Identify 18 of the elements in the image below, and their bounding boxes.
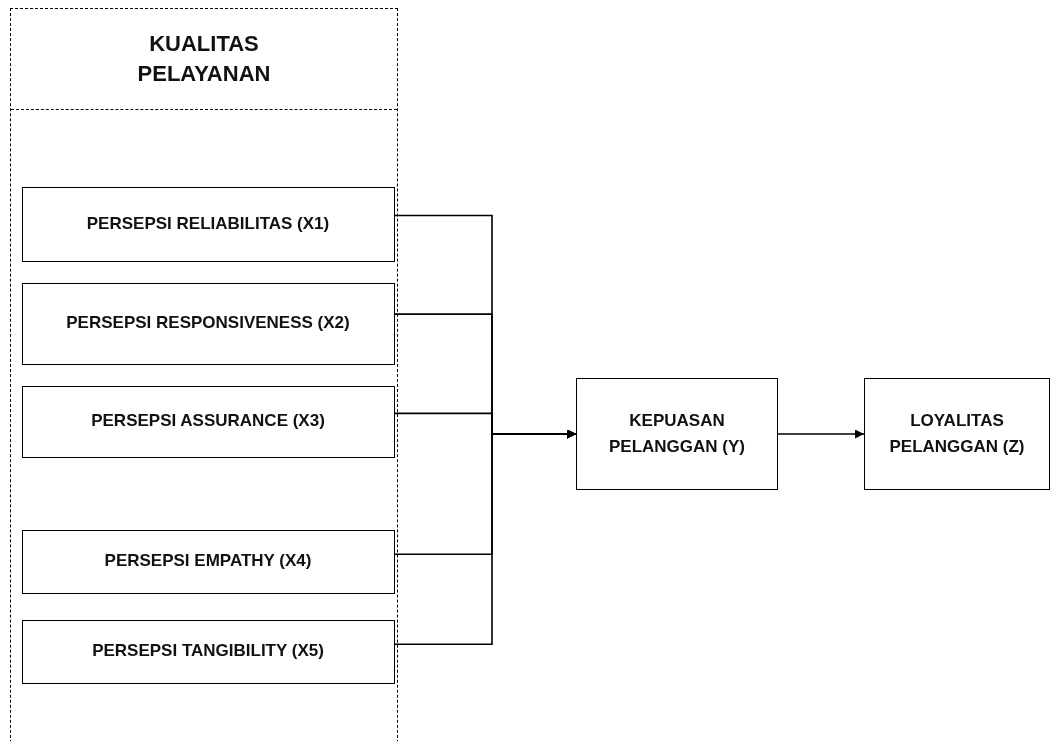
variable-box — [576, 378, 778, 490]
variable-box — [21, 385, 395, 458]
box-label: PERSEPSI RESPONSIVENESS (X2) — [66, 312, 350, 335]
arrow — [394, 429, 577, 646]
variable-box — [21, 529, 395, 594]
variable-box — [21, 282, 395, 365]
arrow — [777, 429, 865, 439]
box-label: PERSEPSI EMPATHY (X4) — [104, 550, 312, 573]
group-frame — [10, 8, 398, 741]
box-label: KEPUASAN PELANGGAN (Y) — [608, 409, 746, 458]
box-label: LOYALITAS PELANGGAN (Z) — [888, 409, 1026, 458]
box-label: PERSEPSI TANGIBILITY (X5) — [92, 640, 324, 663]
variable-box — [864, 378, 1050, 490]
variable-box — [21, 619, 395, 684]
group-heading: KUALITAS PELAYANAN — [136, 30, 272, 88]
box-label: PERSEPSI ASSURANCE (X3) — [91, 410, 325, 433]
variable-box — [21, 186, 395, 262]
box-label: PERSEPSI RELIABILITAS (X1) — [86, 212, 330, 235]
